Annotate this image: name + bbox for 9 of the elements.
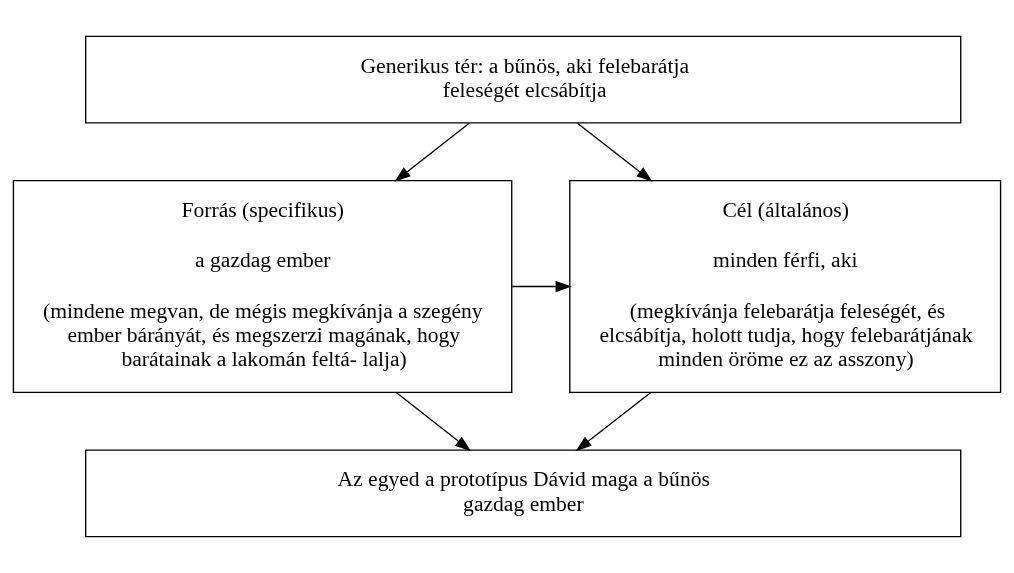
arrow: [394, 122, 470, 182]
arrow: [576, 122, 653, 182]
arrow: [395, 391, 472, 452]
node-box: Az egyed a prototípus Dávid maga a bűnös gazdag ember: [85, 449, 962, 538]
node-box: Forrás (specifikus) a gazdag ember (mindene megvan, de mégis megkívánja a szegény ember bárányát, és megszerzi magának, hogy barátainak a lakomán feltá- lalja): [12, 179, 513, 394]
node-box: Generikus tér: a bűnös, aki felebarátja feleségét elcsábítja: [85, 35, 962, 124]
arrow: [511, 280, 572, 293]
arrow: [575, 391, 652, 452]
node-box: Cél (általános) minden férfi, aki (megkívánja felebarátja feleségét, és elcsábítja, holott tudja, hogy felebarátjának minden öröme ez az asszony): [569, 179, 1002, 394]
